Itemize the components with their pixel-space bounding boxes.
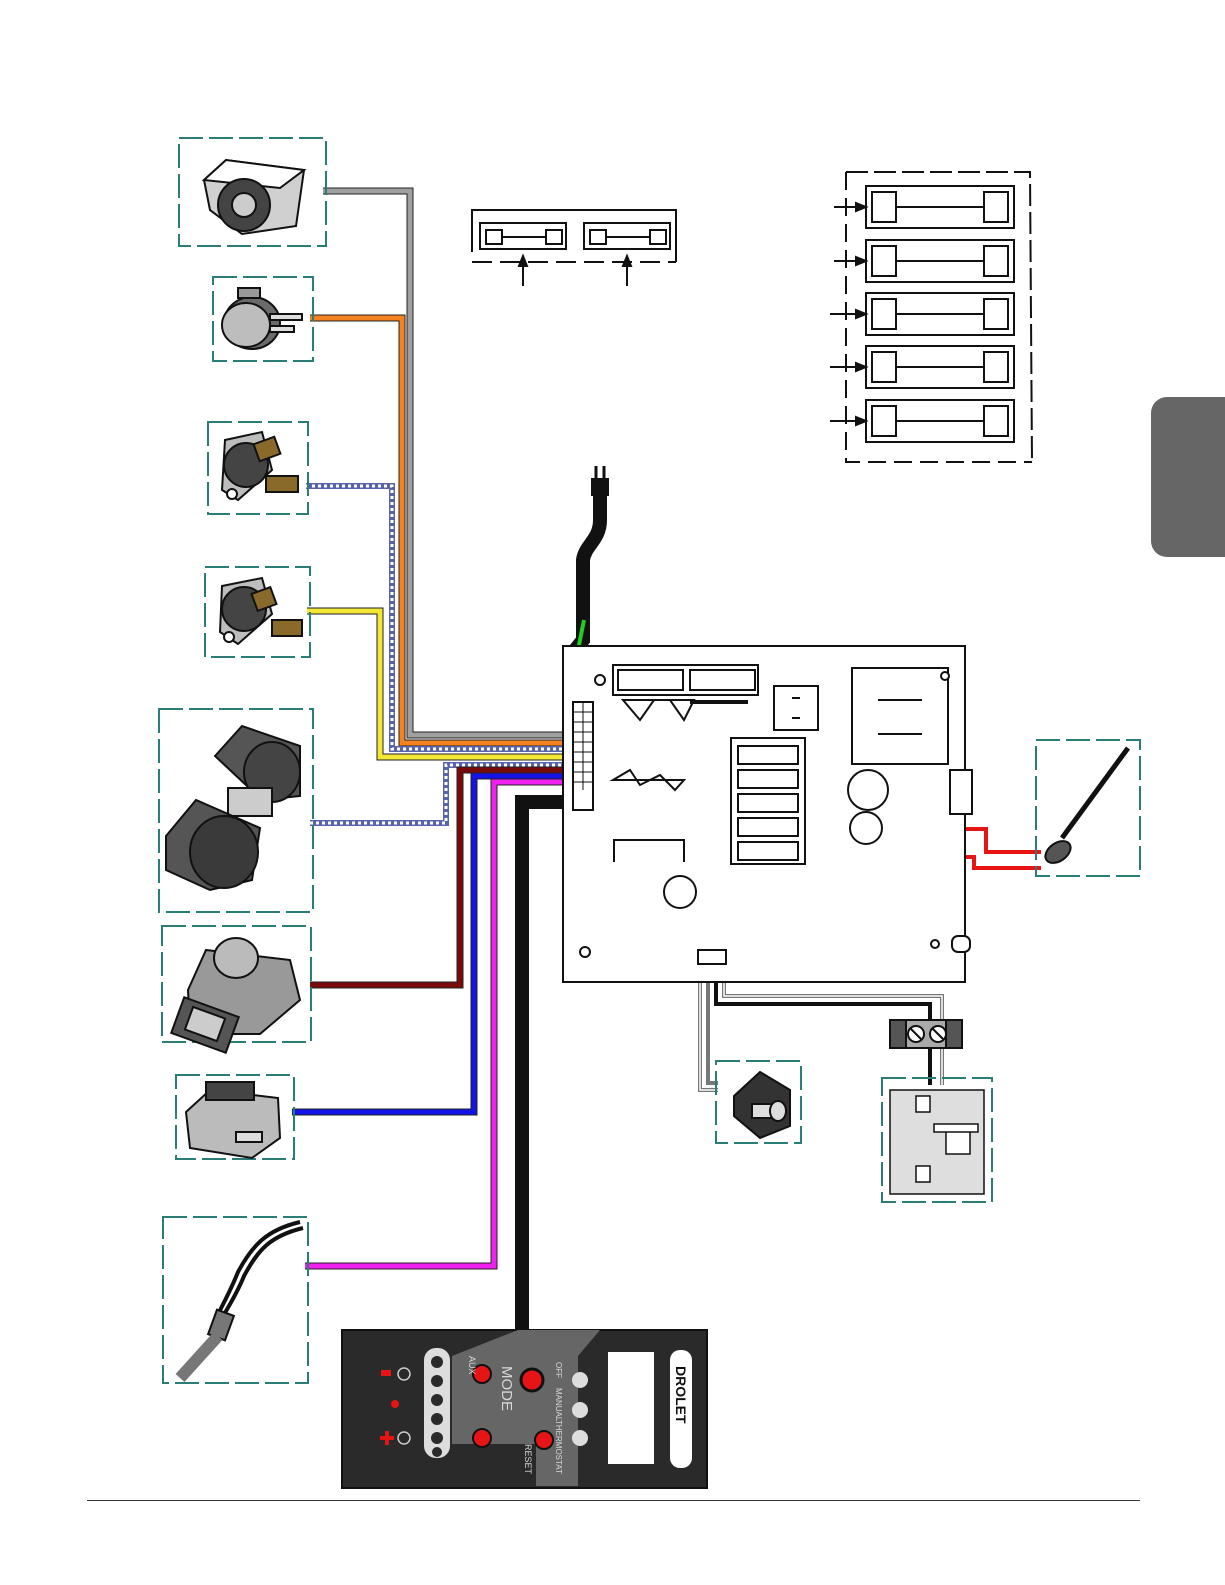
power-plug bbox=[591, 478, 609, 496]
mode-option-off: OFF bbox=[554, 1362, 563, 1378]
aux-label: AUX bbox=[467, 1356, 477, 1375]
reset-label: RESET bbox=[523, 1444, 533, 1475]
gray-wire bbox=[323, 191, 572, 735]
fan-button[interactable] bbox=[473, 1429, 491, 1447]
room-sensor-icon bbox=[734, 1072, 790, 1138]
magenta-wire bbox=[305, 782, 572, 1266]
striped-wire-high-limit bbox=[306, 486, 572, 749]
auger-motor-icon bbox=[186, 1082, 280, 1158]
magenta-wire-core bbox=[305, 782, 572, 1266]
drolet-logo: DROLET bbox=[673, 1366, 689, 1424]
igniter-icon bbox=[180, 1222, 303, 1378]
reset-button[interactable] bbox=[535, 1431, 553, 1449]
igniter-box bbox=[163, 1217, 308, 1383]
gray-wire-core bbox=[323, 191, 572, 735]
striped-wire-high-limit-core bbox=[306, 486, 572, 749]
fuse-holder-pair bbox=[472, 210, 676, 286]
fuse-4 bbox=[830, 346, 1014, 388]
control-board bbox=[563, 646, 972, 982]
mode-label: MODE bbox=[498, 1366, 515, 1411]
thermostat-icon bbox=[890, 1090, 984, 1194]
fuse-5 bbox=[830, 400, 1014, 442]
fuse-2 bbox=[834, 240, 1014, 282]
fuse-1 bbox=[834, 186, 1014, 228]
blue-wire-core bbox=[292, 776, 572, 1112]
blue-wire bbox=[292, 776, 572, 1112]
pressure-switch-icon bbox=[222, 288, 302, 349]
black-ribbon-cable bbox=[522, 802, 565, 1330]
cooling-fan-icon bbox=[204, 160, 304, 234]
fuse-3 bbox=[830, 293, 1014, 335]
low-limit-thermodisc-icon bbox=[220, 578, 302, 644]
high-limit-thermodisc-icon bbox=[222, 432, 298, 500]
combustion-blower-icon bbox=[171, 938, 300, 1053]
fuse-holder-right bbox=[584, 223, 670, 249]
control-panel: AUX MODE RESET OFF MANUAL THERMOSTAT DRO… bbox=[342, 1330, 707, 1488]
section-tab bbox=[1151, 397, 1225, 557]
orange-wire bbox=[310, 318, 572, 743]
temperature-probe-icon bbox=[1041, 748, 1128, 867]
orange-wire-core bbox=[310, 318, 572, 743]
convection-blower-icon bbox=[166, 726, 300, 890]
mode-option-manual: MANUAL bbox=[554, 1388, 563, 1422]
fuse-holder-left bbox=[480, 223, 566, 249]
mode-button[interactable] bbox=[521, 1369, 543, 1391]
terminal-block bbox=[890, 1020, 962, 1048]
mode-option-thermostat: THERMOSTAT bbox=[554, 1420, 563, 1474]
footer-divider bbox=[87, 1500, 1140, 1501]
fuse-block bbox=[830, 172, 1032, 462]
